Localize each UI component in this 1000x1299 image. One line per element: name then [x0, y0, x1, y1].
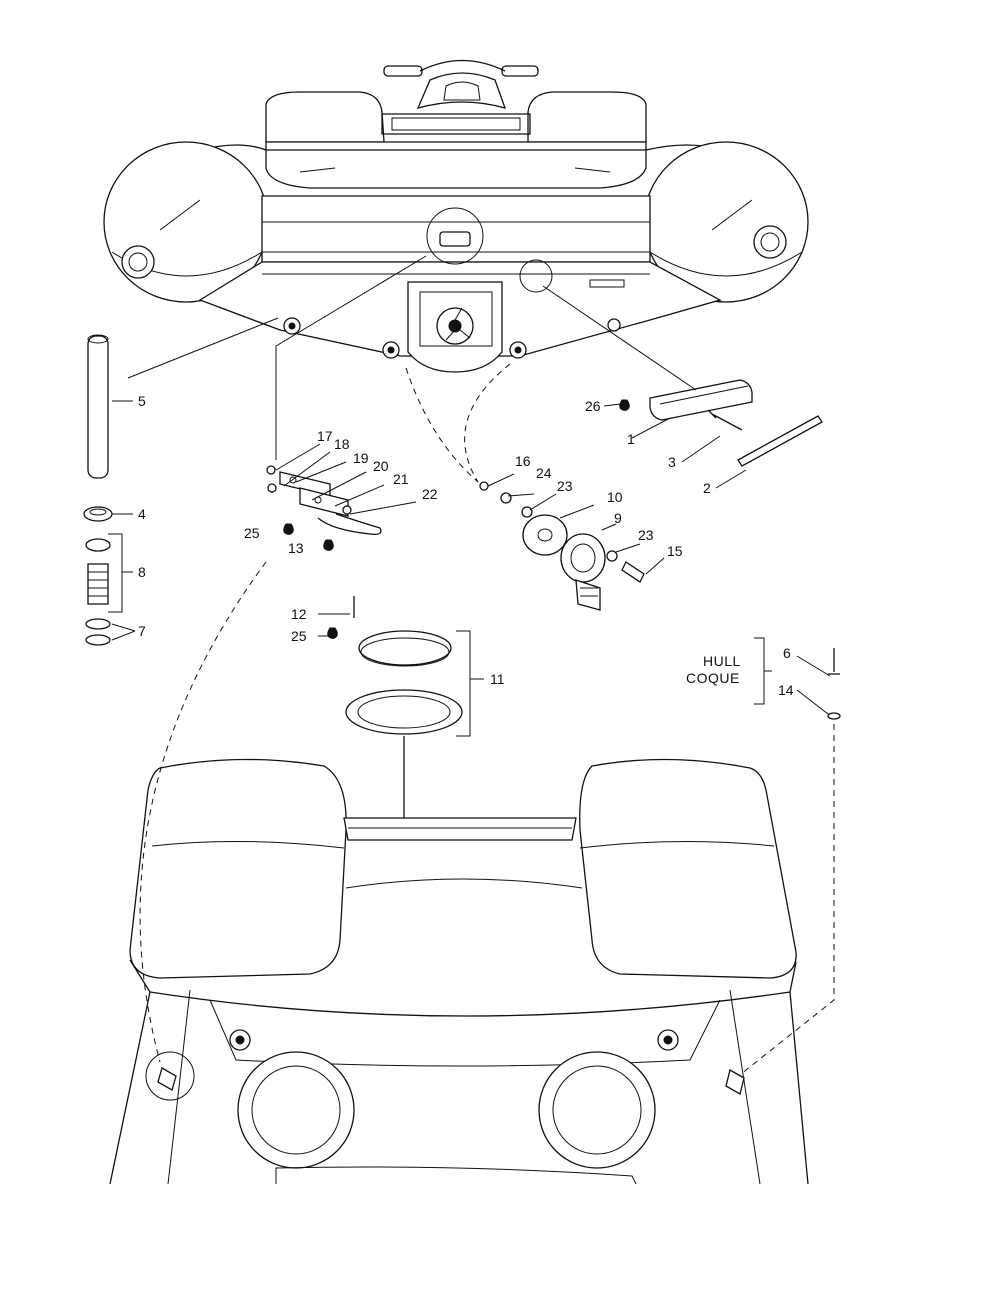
- jet-pump-nozzle: [407, 281, 503, 373]
- callout-8: 8: [138, 564, 146, 580]
- sealant-drop-13: [323, 539, 334, 551]
- callout-24: 24: [536, 465, 552, 481]
- callout-6: 6: [783, 645, 791, 661]
- callout-12: 12: [291, 606, 307, 622]
- trim-strip-assembly: [542, 285, 823, 467]
- ring-part-7b: [85, 634, 111, 646]
- bracket-assembly: [266, 255, 427, 551]
- hull-label-line1: HULL: [703, 653, 741, 669]
- bolt-part-15: [621, 561, 645, 583]
- callout-7: 7: [138, 623, 146, 639]
- handlebar: [383, 59, 539, 109]
- left-seat-pad: [265, 91, 385, 143]
- left-deck-inspection-ring: [237, 1051, 355, 1169]
- sealant-drop-25a: [283, 523, 294, 535]
- callout-25a: 25: [244, 525, 260, 541]
- callout-labels: 5 4 8 7 17 18 19 20 21 22 25 13 16 24 23…: [138, 393, 794, 698]
- sealant-drop-25b: [327, 627, 338, 639]
- callout-leaders: [603, 403, 747, 489]
- callout-21: 21: [393, 471, 409, 487]
- callout-4: 4: [138, 506, 146, 522]
- callout-23b: 23: [638, 527, 654, 543]
- callout-17: 17: [317, 428, 333, 444]
- bellows-part-8: [85, 538, 111, 605]
- callout-10: 10: [607, 489, 623, 505]
- cover-lid: [358, 630, 452, 666]
- callout-23a: 23: [557, 478, 573, 494]
- callout-13: 13: [288, 540, 304, 556]
- fill-tube-parts: [83, 317, 279, 646]
- left-seat: [129, 758, 347, 979]
- washer-part-14: [827, 712, 841, 720]
- callout-3: 3: [668, 454, 676, 470]
- callout-20: 20: [373, 458, 389, 474]
- drain-housing-part-9: [560, 533, 606, 611]
- callout-19: 19: [353, 450, 369, 466]
- trim-strip-part-1: [649, 379, 753, 421]
- tube-part-5: [87, 335, 109, 479]
- trim-bar-part-2: [737, 415, 823, 467]
- callout-16: 16: [515, 453, 531, 469]
- cover-ring: [345, 689, 463, 735]
- callout-9: 9: [614, 510, 622, 526]
- sealant-drop-26: [619, 399, 630, 411]
- callout-1: 1: [627, 431, 635, 447]
- screw-part-3: [707, 409, 743, 431]
- callout-2: 2: [703, 480, 711, 496]
- ring-part-7a: [85, 618, 111, 630]
- callout-15: 15: [667, 543, 683, 559]
- drain-plug-assembly: [405, 363, 665, 611]
- inspection-cover-assembly: [318, 596, 484, 822]
- callout-25b: 25: [291, 628, 307, 644]
- callout-22: 22: [422, 486, 438, 502]
- right-seat-pad: [527, 91, 647, 143]
- right-seat: [579, 758, 797, 979]
- screw-part-6: [828, 648, 840, 675]
- deck-top-view: [109, 561, 809, 1185]
- right-deck-inspection-ring: [538, 1051, 656, 1169]
- callout-11: 11: [490, 671, 505, 687]
- flange-part-10: [522, 514, 568, 556]
- hull-label-line2: COQUE: [686, 670, 740, 686]
- callout-26: 26: [585, 398, 601, 414]
- watercraft-rear-view: [103, 59, 809, 373]
- hull-fastener-parts: [735, 637, 841, 1079]
- callout-14: 14: [778, 682, 794, 698]
- callout-5: 5: [138, 393, 146, 409]
- callout-18: 18: [334, 436, 350, 452]
